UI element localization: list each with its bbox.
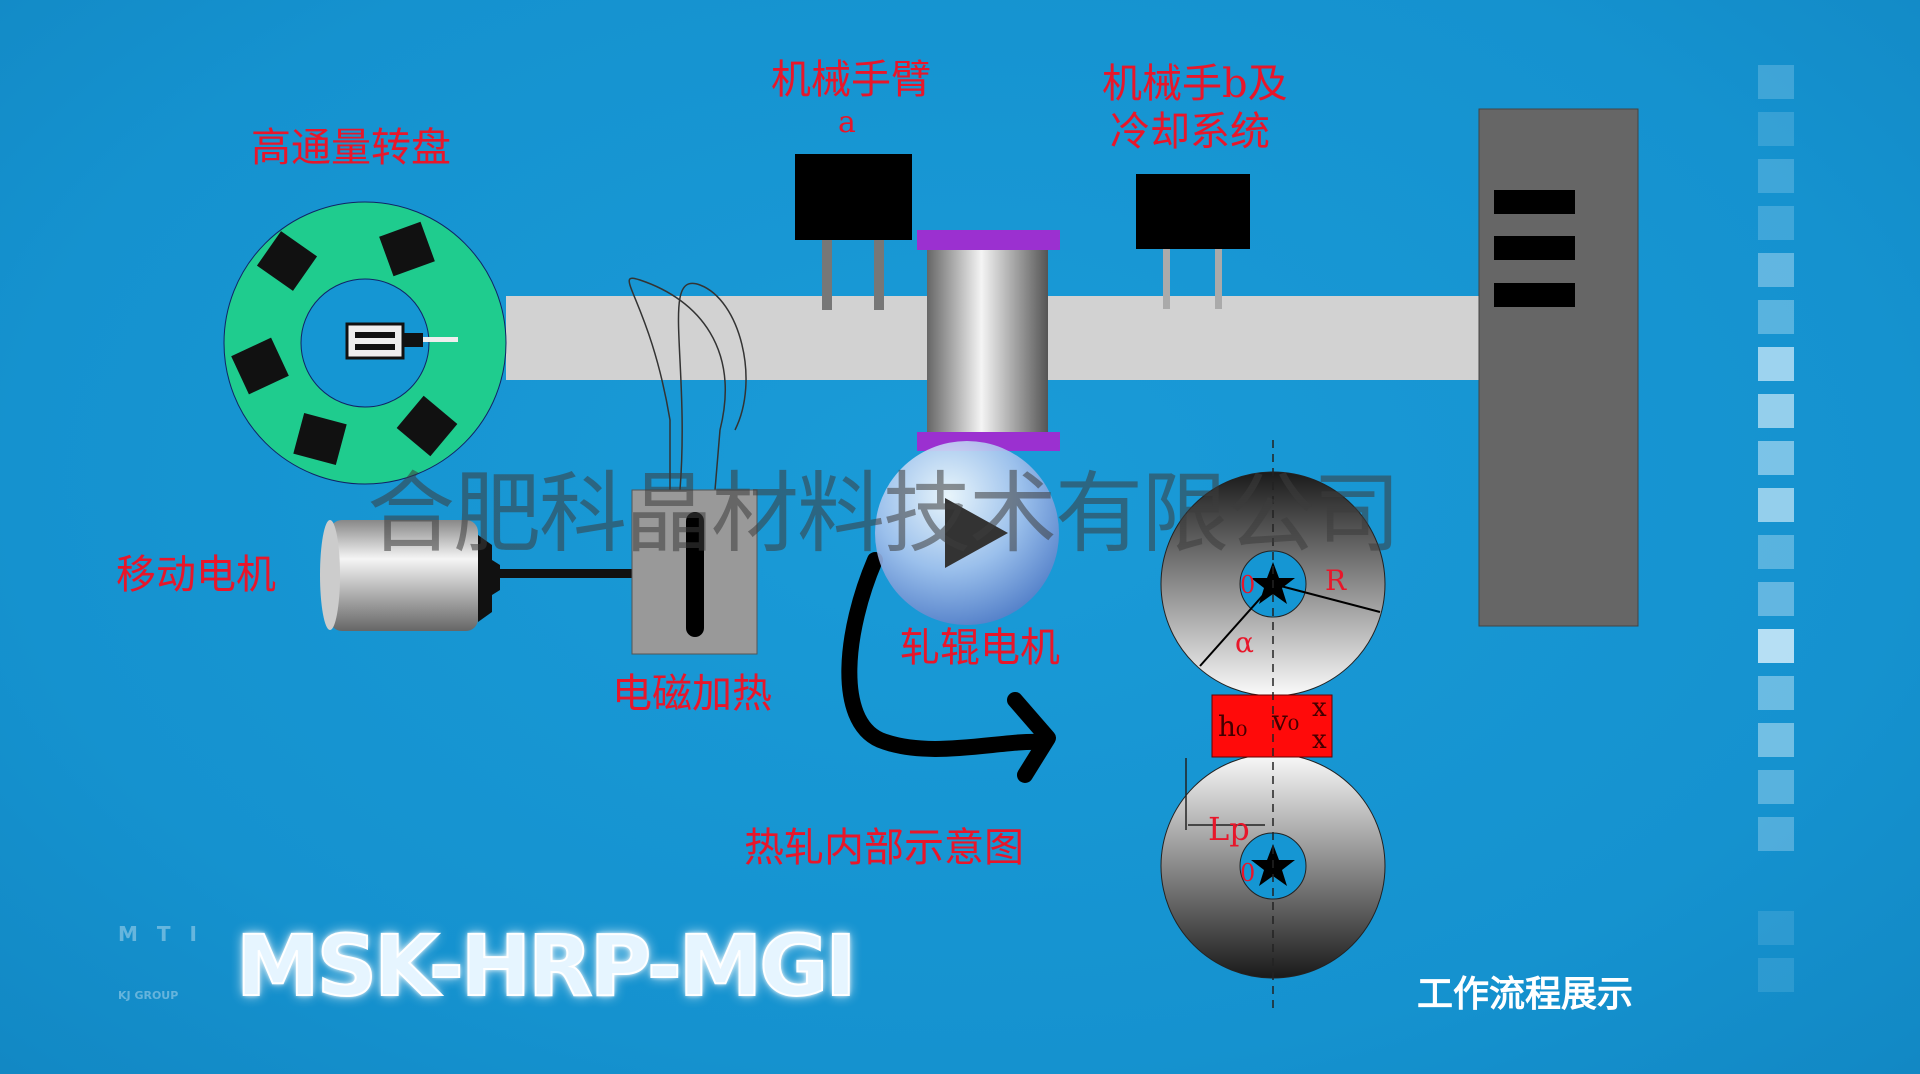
play-icon <box>945 498 1008 568</box>
label-arm-a-sub: a <box>838 105 856 140</box>
label-turntable: 高通量转盘 <box>251 125 451 171</box>
move-motor <box>320 520 632 631</box>
symbol-R: R <box>1325 564 1347 597</box>
label-arm-a: 机械手臂 <box>771 57 931 103</box>
robot-arm-a <box>795 154 912 310</box>
symbol-v0: v₀ <box>1272 704 1300 737</box>
symbol-o-bottom: 0 <box>1240 859 1256 887</box>
label-roller-motor: 轧辊电机 <box>900 625 1060 671</box>
induction-heater <box>631 489 758 655</box>
model-logo: MSK-HRP-MGI <box>235 917 857 1015</box>
control-cabinet <box>1478 108 1639 627</box>
symbol-o-top: 0 <box>1240 571 1256 599</box>
label-arm-b-line2: 冷却系统 <box>1110 109 1270 155</box>
label-inner-diagram: 热轧内部示意图 <box>744 825 1024 871</box>
heater-coil-wire <box>628 277 726 491</box>
symbol-alpha: α <box>1235 626 1254 659</box>
rolling-chamber-cylinder <box>917 230 1060 451</box>
workpiece-strip <box>1211 694 1333 758</box>
symbol-h0: h₀ <box>1218 710 1248 743</box>
turntable <box>223 201 507 485</box>
symbol-x1: x <box>1312 693 1327 723</box>
symbol-x2: x <box>1312 725 1327 755</box>
label-move-motor: 移动电机 <box>116 552 276 598</box>
flow-arrow <box>841 552 1048 757</box>
symbol-Lp: Lp <box>1208 810 1250 848</box>
play-button[interactable] <box>875 441 1059 625</box>
label-arm-b-line1: 机械手b及 <box>1102 61 1288 107</box>
robot-arm-b <box>1136 174 1250 309</box>
caption: 工作流程展示 <box>1417 974 1634 1015</box>
watermark: 合肥科晶材料技术有限公司 <box>367 462 1401 565</box>
label-induction-heating: 电磁加热 <box>612 671 772 717</box>
brand-sub: KJ GROUP <box>118 989 179 1002</box>
brand-letters: M T I <box>118 922 203 946</box>
